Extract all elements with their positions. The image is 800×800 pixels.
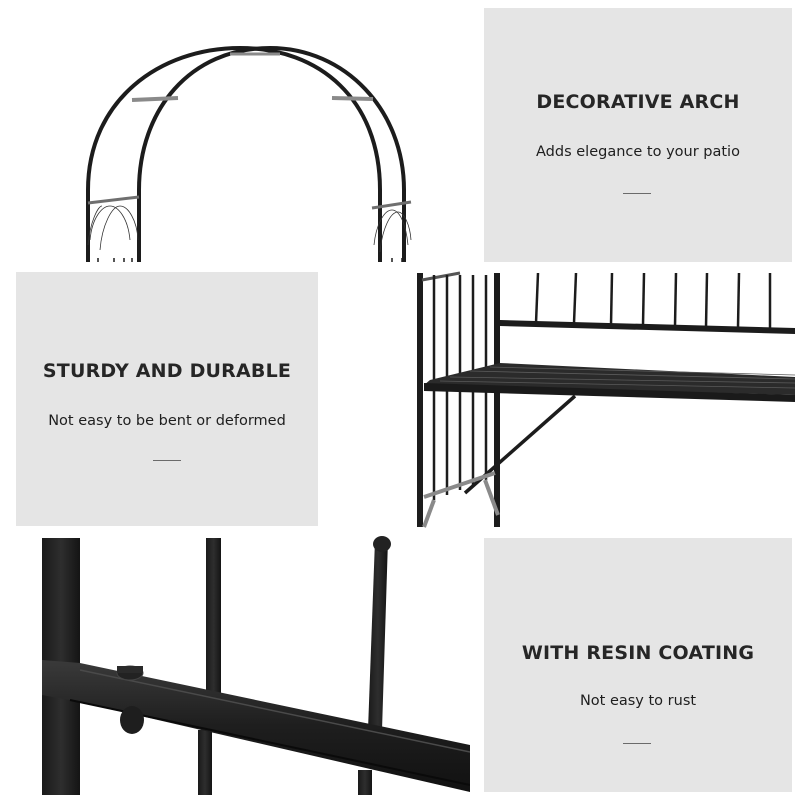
feature-subtitle: Adds elegance to your patio bbox=[536, 144, 740, 160]
feature-subtitle: Not easy to be bent or deformed bbox=[48, 413, 286, 429]
frame-closeup-image bbox=[30, 530, 470, 795]
feature-title: WITH RESIN COATING bbox=[521, 642, 755, 664]
feature-panel-sturdy-and-durable: STURDY AND DURABLE Not easy to be bent o… bbox=[16, 272, 318, 526]
feature-panel-with-resin-coating: WITH RESIN COATING Not easy to rust bbox=[484, 538, 792, 792]
divider bbox=[623, 193, 651, 194]
divider bbox=[623, 743, 651, 744]
feature-subtitle: Not easy to rust bbox=[579, 693, 697, 709]
feature-title: DECORATIVE ARCH bbox=[536, 91, 740, 113]
feature-panel-decorative-arch: DECORATIVE ARCH Adds elegance to your pa… bbox=[484, 8, 792, 262]
divider bbox=[153, 460, 181, 461]
bench-seat-image bbox=[410, 265, 795, 530]
feature-title: STURDY AND DURABLE bbox=[42, 360, 292, 382]
arch-top-image bbox=[80, 40, 430, 262]
